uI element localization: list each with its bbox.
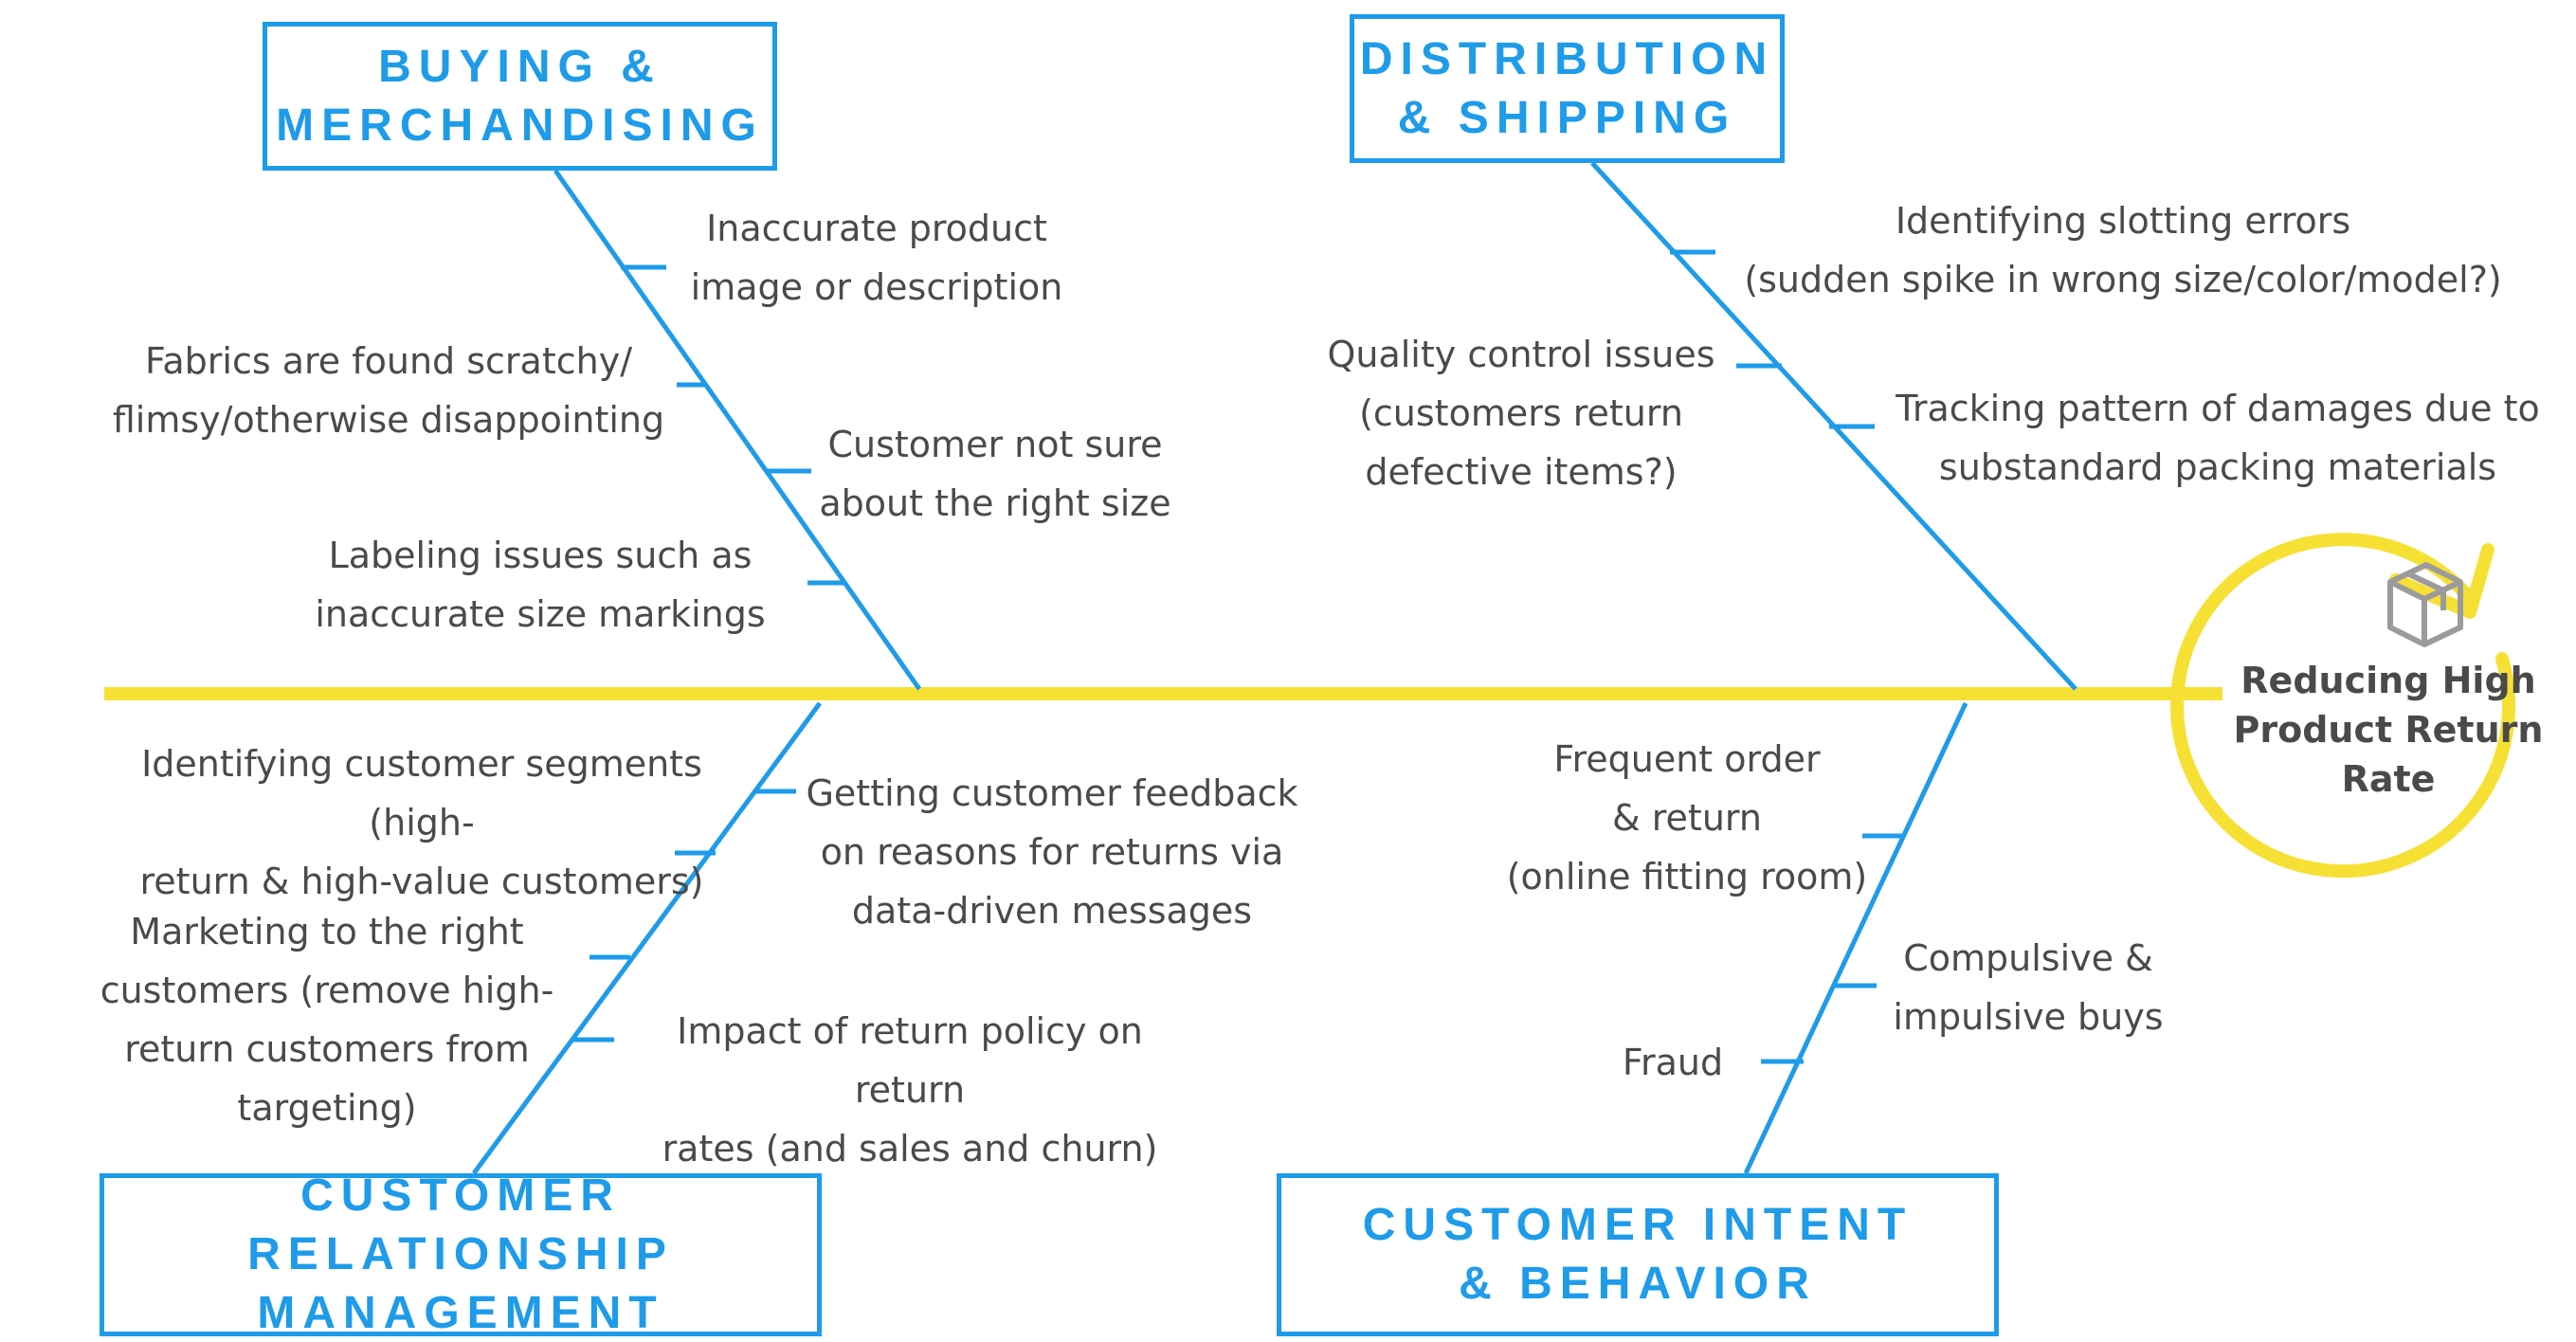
cause-buying-2: Fabrics are found scratchy/ flimsy/other…	[112, 340, 665, 441]
effect-ring	[2170, 533, 2515, 879]
cause-distribution-1: Identifying slotting errors (sudden spik…	[1744, 200, 2502, 300]
category-title-buying: BUYING & MERCHANDISING	[276, 41, 764, 151]
cause-intent-2: Compulsive & impulsive buys	[1893, 937, 2164, 1038]
category-title-distribution: DISTRIBUTION & SHIPPING	[1359, 33, 1775, 143]
cause-intent-3: Fraud	[1622, 1042, 1724, 1083]
box-icon	[2387, 562, 2463, 647]
cause-crm-2: Getting customer feedback on reasons for…	[806, 772, 1298, 932]
cause-crm-1: Identifying customer segments (high- ret…	[139, 743, 704, 902]
cause-intent-1: Frequent order & return (online fitting …	[1506, 738, 1868, 898]
bone-buying	[553, 169, 922, 691]
bone-crm	[471, 701, 823, 1175]
cause-crm-4: Impact of return policy on return rates …	[662, 1010, 1158, 1170]
category-title-intent: CUSTOMER INTENT & BEHAVIOR	[1362, 1200, 1914, 1309]
cause-distribution-3: Tracking pattern of damages due to subst…	[1896, 388, 2540, 488]
cause-distribution-2: Quality control issues (customers return…	[1327, 334, 1715, 493]
category-box-crm: CUSTOMER RELATIONSHIP MANAGEMENT	[100, 1170, 822, 1338]
cause-buying-4: Labeling issues such as inaccurate size …	[315, 535, 766, 635]
category-box-distribution: DISTRIBUTION & SHIPPING	[1350, 14, 1785, 163]
cause-crm-3: Marketing to the right customers (remove…	[100, 911, 554, 1129]
category-box-intent: CUSTOMER INTENT & BEHAVIOR	[1277, 1173, 1999, 1336]
effect-ring-arrowhead	[2389, 543, 2494, 619]
bone-intent	[1743, 701, 1968, 1175]
category-box-buying: BUYING & MERCHANDISING	[263, 22, 777, 171]
bone-distribution	[1590, 161, 2077, 691]
category-title-crm: CUSTOMER RELATIONSHIP MANAGEMENT	[247, 1170, 674, 1338]
effect-label: Reducing High Product Return Rate	[2233, 660, 2544, 800]
cause-buying-3: Customer not sure about the right size	[819, 424, 1171, 524]
cause-buying-1: Inaccurate product image or description	[690, 208, 1063, 308]
